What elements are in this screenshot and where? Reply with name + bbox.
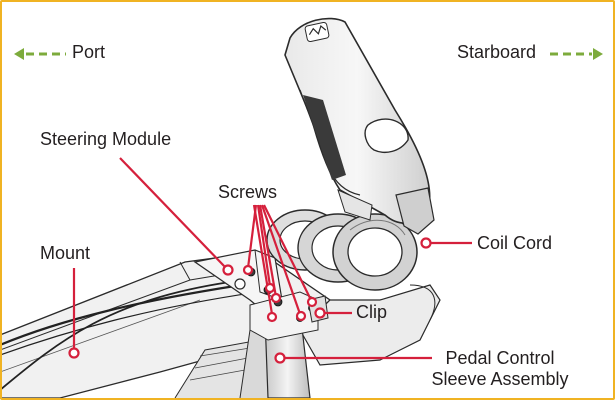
shaft xyxy=(249,291,319,399)
screws-label: Screws xyxy=(218,182,278,202)
coil-cord-dot xyxy=(420,237,432,249)
starboard-arrow xyxy=(550,48,603,60)
screw-dot-5 xyxy=(295,310,307,322)
steering-module-label: Steering Module xyxy=(40,129,172,149)
motor-head xyxy=(284,17,435,235)
clip-label: Clip xyxy=(356,302,388,322)
screw-dot-1 xyxy=(242,264,254,276)
screw-dot-4 xyxy=(266,311,278,323)
starboard-label: Starboard xyxy=(457,42,537,62)
port-arrow xyxy=(14,48,66,60)
screw-dot-2 xyxy=(264,282,276,294)
port-label: Port xyxy=(72,42,106,62)
pedal-control-line1: Pedal Control xyxy=(445,348,555,368)
coil-cord xyxy=(266,209,418,291)
pedal-control-dot xyxy=(274,352,286,364)
mount-dot xyxy=(68,347,80,359)
pedal-control-label: Pedal Control Sleeve Assembly xyxy=(424,348,576,390)
clip-dot xyxy=(314,307,326,319)
pedal-control-line2: Sleeve Assembly xyxy=(431,369,569,389)
steering-module-dot xyxy=(222,264,234,276)
mount-label: Mount xyxy=(40,243,91,263)
callout-lines xyxy=(72,157,472,360)
screw-dot-6 xyxy=(306,296,318,308)
coil-cord-label: Coil Cord xyxy=(477,233,553,253)
callout-dots xyxy=(68,237,432,364)
screw-dot-3 xyxy=(270,292,282,304)
